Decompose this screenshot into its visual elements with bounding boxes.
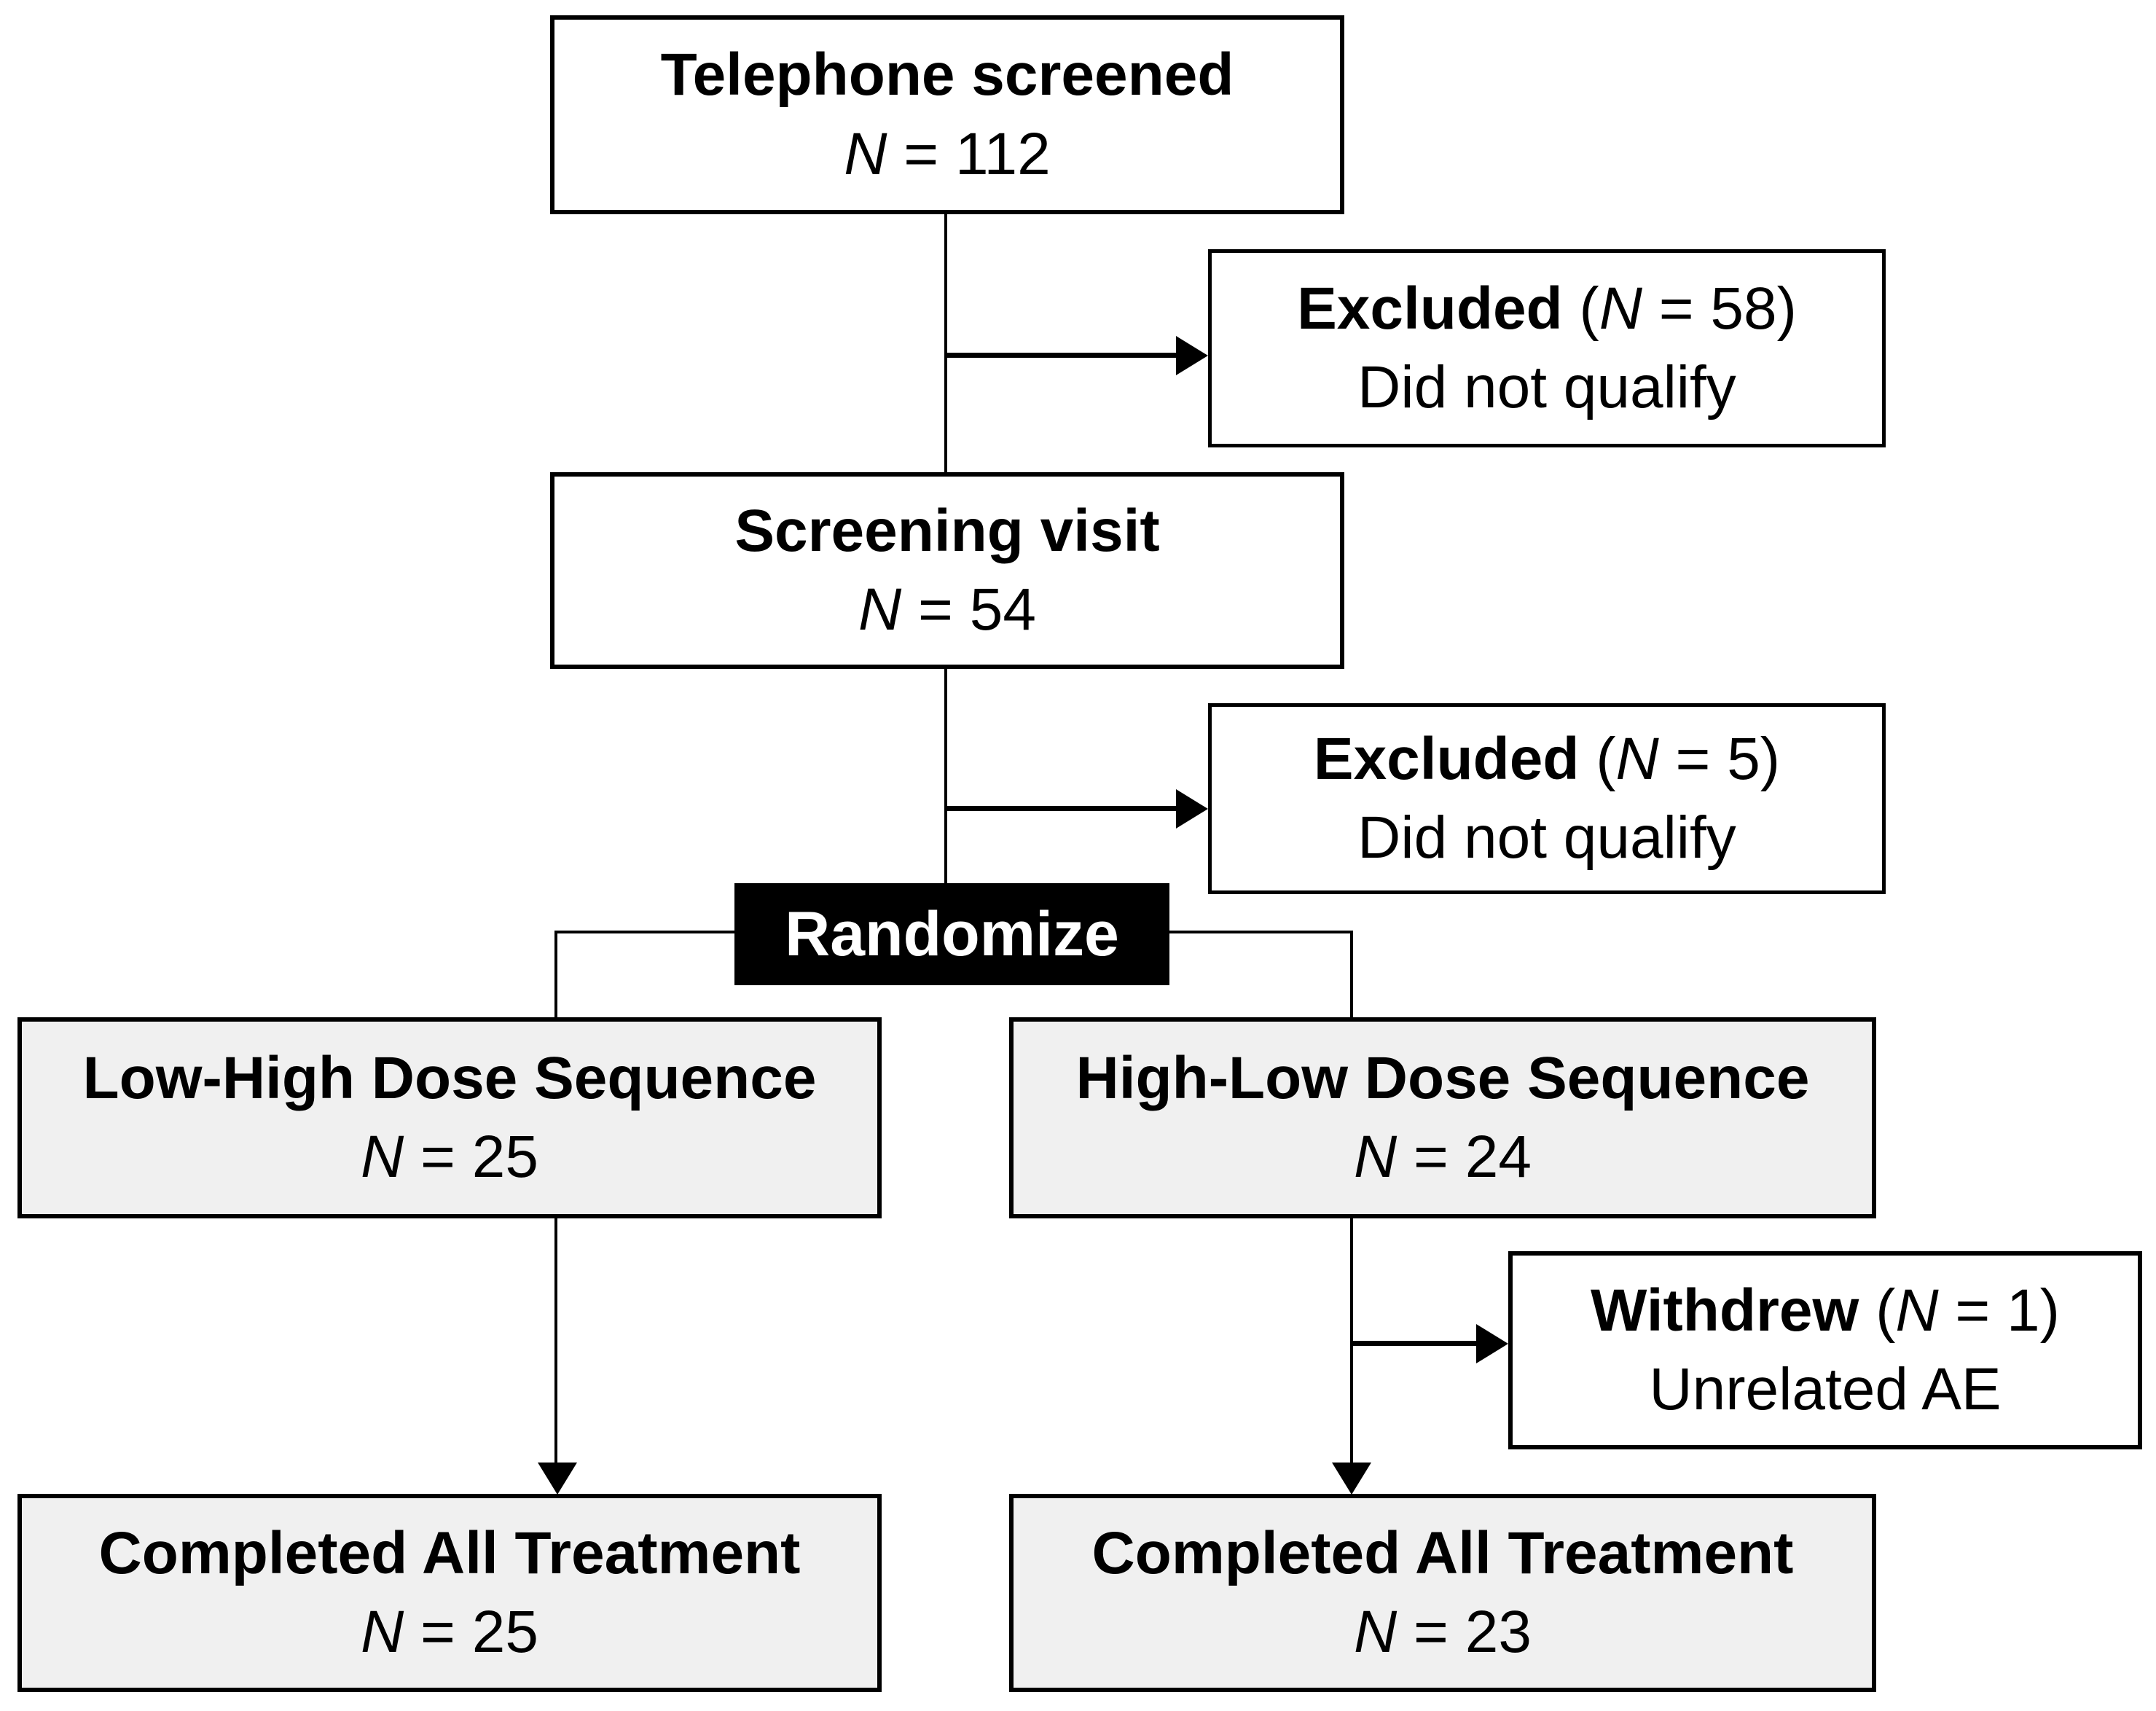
node-title: Excluded (N = 58) (1297, 275, 1797, 342)
branch-left-stub (554, 931, 557, 1017)
node-completed-high-low: Completed All Treatment N = 23 (1009, 1494, 1876, 1692)
node-count: N = 25 (361, 1599, 538, 1665)
arrow-to-withdrew (1353, 1341, 1478, 1346)
node-low-high-sequence: Low-High Dose Sequence N = 25 (17, 1017, 882, 1218)
node-withdrew: Withdrew (N = 1) Unrelated AE (1508, 1251, 2142, 1449)
node-count: N = 23 (1354, 1599, 1532, 1665)
node-completed-low-high: Completed All Treatment N = 25 (17, 1494, 882, 1692)
node-excluded-58: Excluded (N = 58) Did not qualify (1208, 249, 1886, 447)
connector-telephone-to-screening (944, 214, 947, 472)
node-count: N = 54 (858, 576, 1036, 643)
connector-lowhigh-to-completed (554, 1218, 557, 1466)
node-reason: Did not qualify (1357, 354, 1736, 420)
node-count: N = 24 (1354, 1124, 1532, 1190)
arrowhead-excluded-5 (1176, 789, 1208, 829)
node-screening-visit: Screening visit N = 54 (550, 472, 1344, 669)
arrow-to-excluded-58 (946, 353, 1177, 358)
node-reason: Unrelated AE (1649, 1356, 2002, 1422)
arrowhead-completed-left (538, 1463, 577, 1495)
node-title: Excluded (N = 5) (1313, 725, 1781, 792)
node-title: Completed All Treatment (98, 1519, 801, 1586)
node-excluded-5: Excluded (N = 5) Did not qualify (1208, 703, 1886, 894)
node-count: N = 112 (844, 120, 1051, 187)
node-title: Withdrew (N = 1) (1591, 1277, 2060, 1344)
node-title: Telephone screened (660, 42, 1234, 109)
node-title: Low-High Dose Sequence (82, 1044, 817, 1111)
node-title: Completed All Treatment (1091, 1519, 1794, 1586)
node-randomize: Randomize (734, 883, 1169, 985)
arrowhead-completed-right (1332, 1463, 1371, 1495)
branch-right-stub (1350, 931, 1353, 1017)
connector-highlow-to-completed (1350, 1218, 1353, 1466)
randomize-label: Randomize (785, 899, 1119, 969)
node-high-low-sequence: High-Low Dose Sequence N = 24 (1009, 1017, 1876, 1218)
arrowhead-withdrew (1476, 1324, 1508, 1363)
connector-screening-to-randomize (944, 669, 947, 883)
arrowhead-excluded-58 (1176, 336, 1208, 375)
node-count: N = 25 (361, 1124, 538, 1190)
node-title: High-Low Dose Sequence (1075, 1044, 1810, 1111)
arrow-to-excluded-5 (946, 806, 1177, 811)
node-title: Screening visit (734, 497, 1160, 564)
node-telephone-screened: Telephone screened N = 112 (550, 15, 1344, 214)
node-reason: Did not qualify (1357, 804, 1736, 871)
